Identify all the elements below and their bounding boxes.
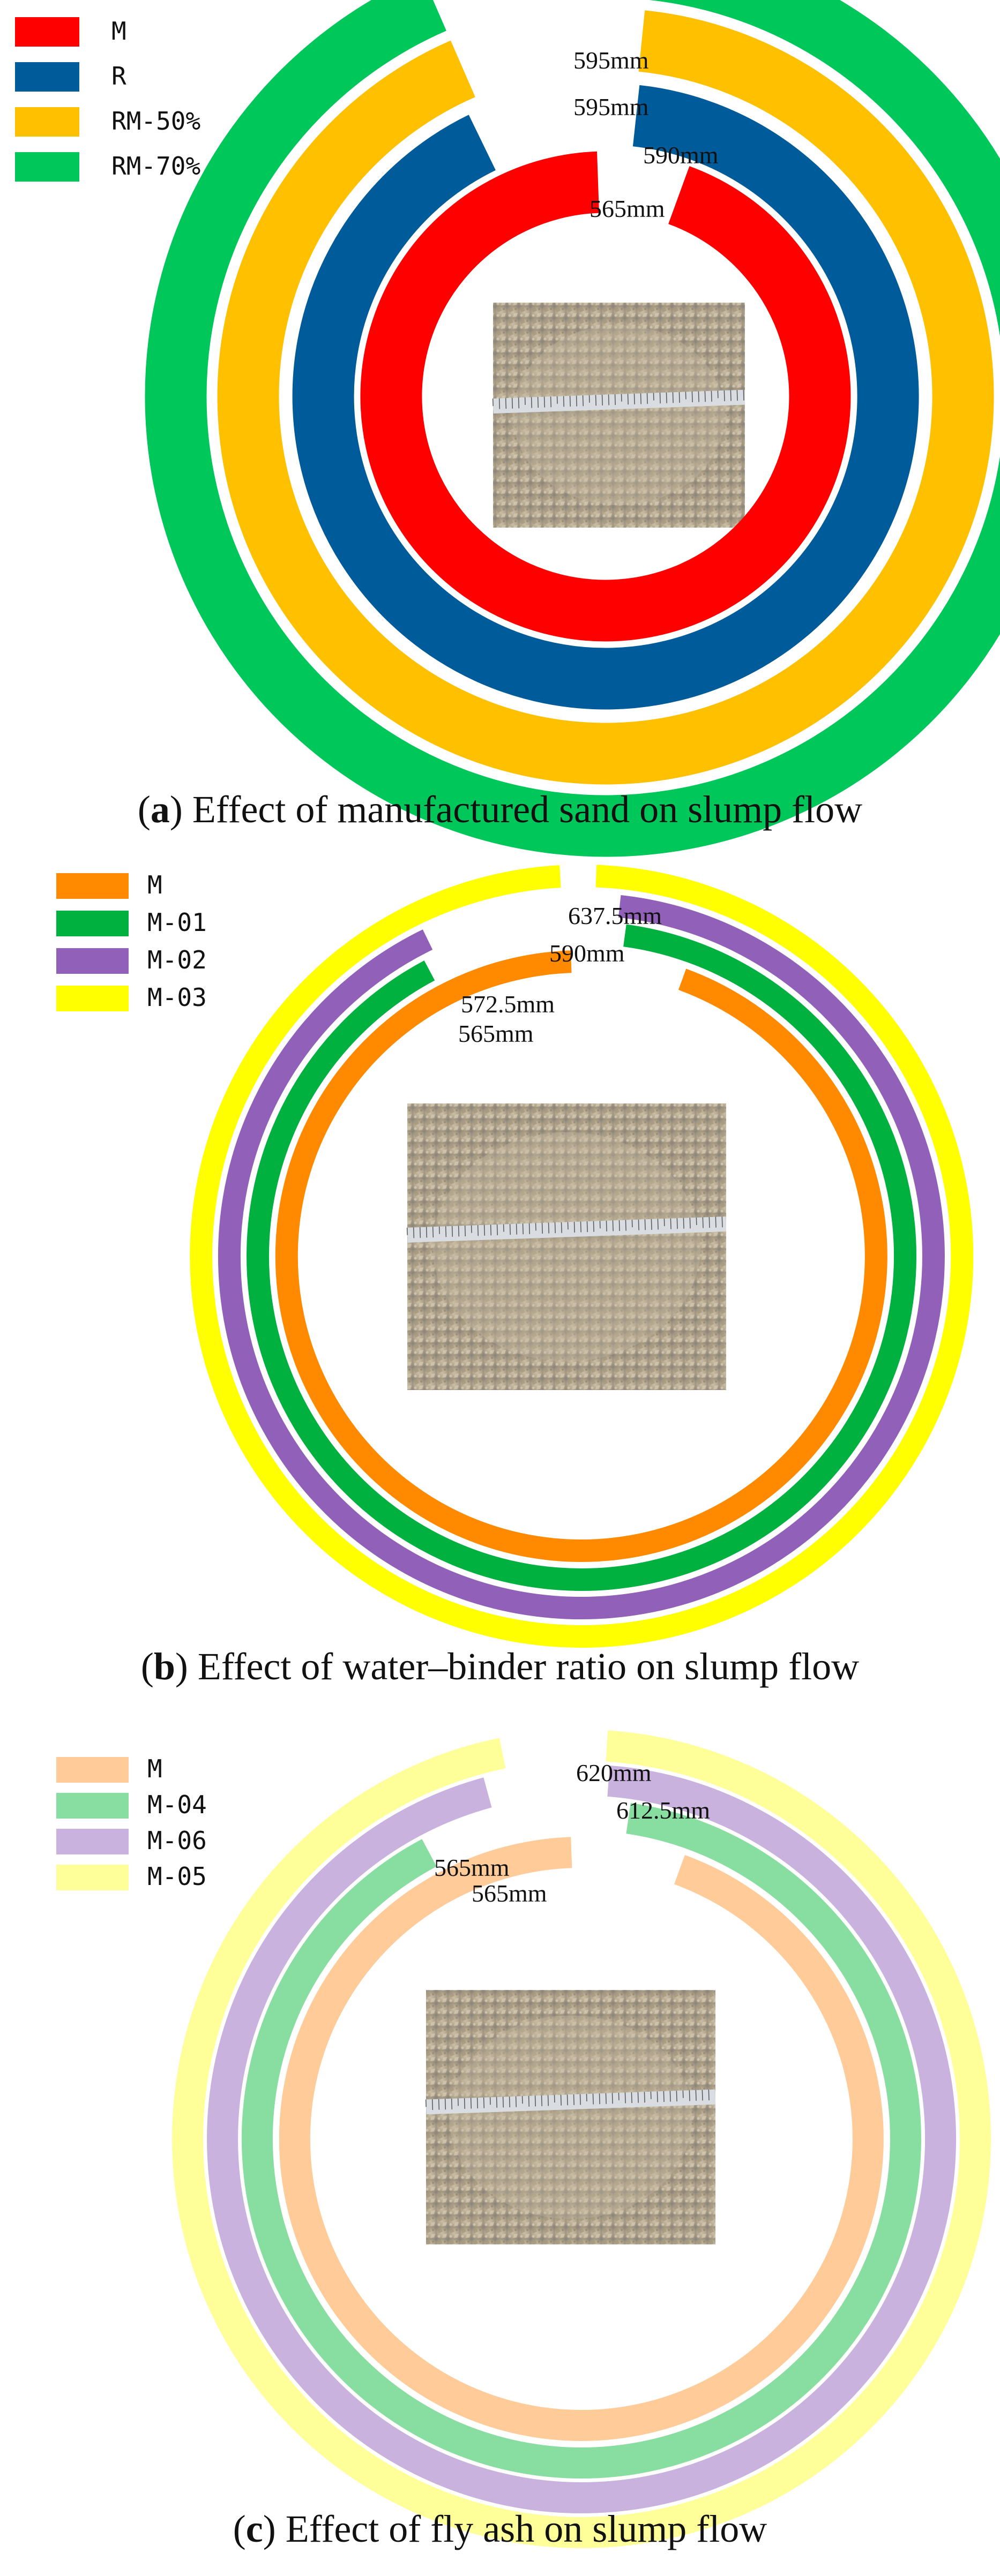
- legend-swatch: [15, 107, 79, 137]
- panel-caption: (b) Effect of water–binder ratio on slum…: [141, 1645, 859, 1688]
- value-label-m: 565mm: [472, 1880, 547, 1907]
- legend-label: M-04: [147, 1790, 207, 1819]
- ring-m-04: [241, 1803, 921, 2479]
- ring-m-05: [172, 1730, 991, 2548]
- ring-r: [292, 85, 919, 710]
- legend-label: M: [111, 17, 126, 46]
- legend-swatch: [15, 17, 79, 47]
- legend-swatch: [15, 62, 79, 92]
- panel-caption: (c) Effect of fly ash on slump flow: [233, 2507, 767, 2550]
- ring-rm-70-: [145, 0, 1000, 857]
- ring-m-06: [207, 1765, 956, 2513]
- ruler-shape: [492, 389, 745, 414]
- slump-flow-photo: [425, 1990, 716, 2244]
- ring-m-02: [218, 895, 945, 1620]
- legend-label: M: [147, 1754, 162, 1783]
- value-label-m-03: 637.5mm: [568, 902, 662, 929]
- legend-label: RM-50%: [111, 107, 200, 136]
- value-label-r: 590mm: [643, 141, 719, 169]
- legend-swatch: [56, 1757, 129, 1783]
- ruler-shape: [407, 1216, 727, 1243]
- legend-swatch: [56, 1829, 129, 1854]
- ring-m-01: [247, 924, 916, 1591]
- legend-label: RM-70%: [111, 152, 200, 181]
- ring-m-03: [190, 865, 974, 1648]
- legend-label: M-01: [147, 908, 207, 937]
- slump-flow-photo: [406, 1103, 727, 1390]
- ring-m: [275, 950, 887, 1562]
- legend-swatch: [56, 1865, 129, 1890]
- ring-m: [279, 1837, 884, 2441]
- value-label-m-06: 612.5mm: [616, 1797, 710, 1824]
- legend-swatch: [56, 948, 129, 974]
- legend-swatch: [15, 152, 79, 182]
- legend-label: M-03: [147, 983, 207, 1012]
- legend-swatch: [56, 873, 129, 899]
- value-label-m-05: 620mm: [576, 1759, 652, 1786]
- ruler-shape: [426, 2089, 716, 2115]
- legend-label: M-05: [147, 1862, 207, 1891]
- value-label-rm-50-: 595mm: [573, 93, 649, 121]
- value-label-m-02: 590mm: [549, 940, 625, 967]
- legend-label: M-06: [147, 1826, 207, 1855]
- value-label-m-01: 572.5mm: [461, 990, 555, 1018]
- value-label-rm-70-: 595mm: [573, 47, 649, 74]
- panel-caption: (a) Effect of manufactured sand on slump…: [138, 788, 862, 831]
- value-label-m: 565mm: [458, 1020, 534, 1047]
- legend-label: M-02: [147, 945, 207, 974]
- value-label-m: 565mm: [589, 195, 665, 222]
- legend-swatch: [56, 911, 129, 936]
- value-label-m-04: 565mm: [434, 1854, 510, 1881]
- legend-swatch: [56, 1793, 129, 1819]
- ring-m: [360, 151, 851, 642]
- legend-swatch: [56, 986, 129, 1011]
- legend-label: R: [111, 62, 126, 91]
- ring-rm-50-: [217, 10, 994, 785]
- legend-label: M: [147, 870, 162, 899]
- slump-flow-photo: [492, 303, 745, 528]
